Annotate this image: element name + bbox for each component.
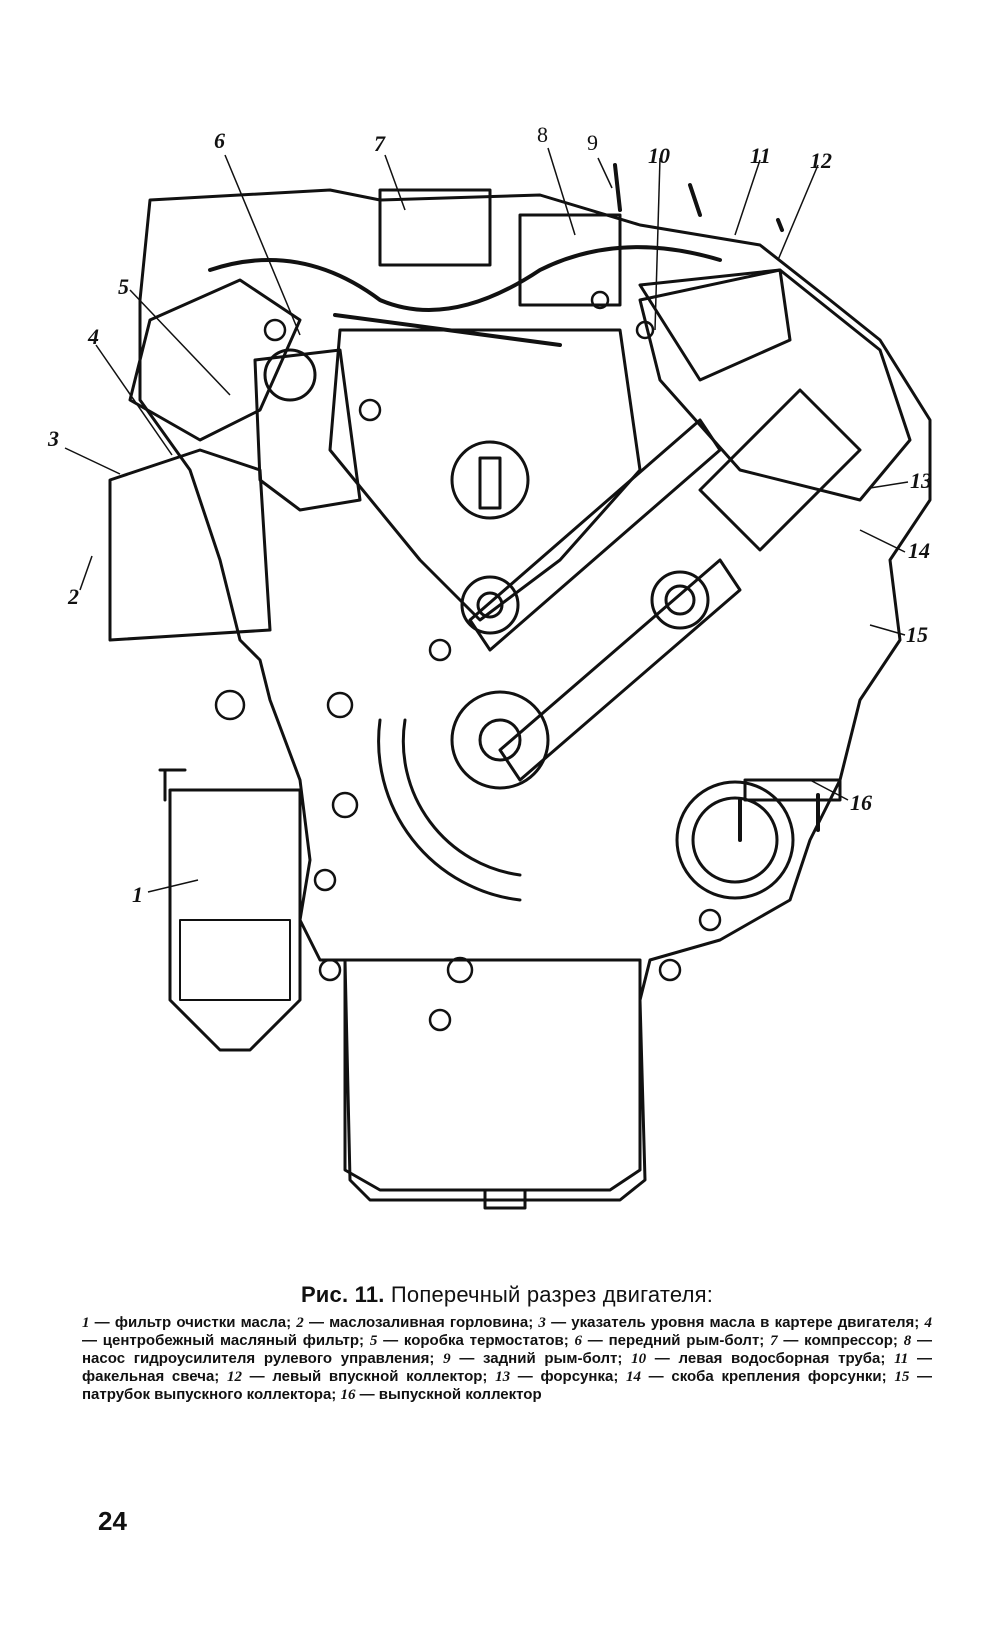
- callout-9: 9: [587, 130, 598, 155]
- legend-item-text: — насос гидроусилителя рулевого управлен…: [82, 1332, 933, 1367]
- legend-item: 12 — левый впускной коллектор;: [227, 1368, 495, 1385]
- legend-item-number: 1: [82, 1315, 90, 1331]
- legend-item: 8 — насос гидроусилителя рулевого управл…: [82, 1332, 932, 1367]
- callout-3: 3: [48, 426, 59, 451]
- legend-item-number: 14: [626, 1369, 641, 1385]
- callout-2: 2: [68, 584, 79, 609]
- legend-item-text: — скоба крепления форсунки;: [641, 1368, 895, 1385]
- engine-block-outline: [138, 188, 932, 1202]
- legend-item-text: — фильтр очистки масла;: [89, 1314, 297, 1331]
- legend-item-text: — центробежный масляный фильтр;: [82, 1332, 370, 1349]
- oil-filter-housing: [108, 448, 272, 642]
- oil-pan: [343, 958, 642, 1192]
- callout-7: 7: [374, 131, 385, 156]
- oil-filter-canister: [168, 788, 302, 1052]
- legend-item: 9 — задний рым-болт;: [443, 1350, 631, 1367]
- figure-label: Рис. 11.: [300, 1282, 385, 1307]
- legend-item: 16 — выпускной коллектор: [340, 1386, 541, 1403]
- right-piston: [698, 388, 862, 552]
- legend-item: 11 — факельная свеча;: [82, 1350, 932, 1385]
- legend-item: 1 — фильтр очистки масла;: [82, 1314, 296, 1331]
- legend-item: 15 — патрубок выпускного коллектора;: [82, 1368, 932, 1403]
- legend-item-number: 2: [296, 1315, 304, 1331]
- legend-item-text: — указатель уровня масла в картере двига…: [545, 1314, 925, 1331]
- callout-4: 4: [88, 324, 99, 349]
- counterweight: [377, 718, 522, 902]
- legend-item: 7 — компрессор;: [770, 1332, 904, 1349]
- legend-item-number: 5: [369, 1333, 378, 1349]
- legend-item-number: 8: [903, 1333, 912, 1349]
- thermostat-housing: [253, 348, 362, 512]
- legend-item-text: — факельная свеча;: [82, 1350, 932, 1385]
- figure-legend: 1 — фильтр очистки масла; 2 — маслозалив…: [82, 1314, 932, 1404]
- crankshaft-journal: [450, 690, 550, 790]
- legend-item-number: 3: [538, 1315, 546, 1331]
- legend-item-text: — выпускной коллектор: [355, 1386, 542, 1403]
- callout-12: 12: [810, 148, 832, 173]
- callout-1: 1: [132, 882, 143, 907]
- legend-item-text: — коробка термостатов;: [377, 1332, 575, 1349]
- legend-item-text: — маслозаливная горловина;: [303, 1314, 539, 1331]
- legend-item-number: 9: [443, 1351, 451, 1367]
- figure-caption: Рис. 11. Поперечный разрез двигателя: 1 …: [82, 1282, 932, 1404]
- exhaust-manifold: [675, 780, 795, 900]
- engine-cross-section-drawing: [64, 147, 932, 1210]
- legend-item-number: 10: [631, 1351, 647, 1367]
- filter-element: [179, 919, 291, 1001]
- piston-pin: [650, 570, 710, 630]
- legend-item-number: 11: [894, 1351, 909, 1367]
- callout-10: 10: [648, 143, 670, 168]
- legend-item-text: — левая водосборная труба;: [646, 1350, 895, 1367]
- legend-item: 4 — центробежный масляный фильтр;: [82, 1314, 932, 1349]
- legend-item-number: 15: [894, 1369, 910, 1385]
- legend-item: 6 — передний рым-болт;: [575, 1332, 771, 1349]
- v-crankcase: [328, 328, 642, 622]
- camshaft: [460, 575, 520, 635]
- right-cylinder-head: [638, 268, 912, 502]
- legend-item: 14 — скоба крепления форсунки;: [626, 1368, 894, 1385]
- legend-item-text: — форсунка;: [510, 1368, 626, 1385]
- caption-title: Рис. 11. Поперечный разрез двигателя:: [82, 1282, 932, 1308]
- callout-14: 14: [908, 538, 930, 563]
- callout-11: 11: [750, 143, 771, 168]
- legend-item: 5 — коробка термостатов;: [370, 1332, 575, 1349]
- compressor: [378, 188, 492, 267]
- legend-item: 13 — форсунка;: [495, 1368, 626, 1385]
- legend-item: 10 — левая водосборная труба;: [631, 1350, 894, 1367]
- legend-item-number: 6: [574, 1333, 583, 1349]
- legend-item-text: — передний рым-болт;: [582, 1332, 771, 1349]
- legend-item-text: — задний рым-болт;: [450, 1350, 632, 1367]
- legend-item-text: — левый впускной коллектор;: [241, 1368, 496, 1385]
- drain-plug: [483, 1188, 527, 1210]
- page-number: 24: [98, 1506, 127, 1536]
- right-connecting-rod: [498, 558, 742, 782]
- power-steering-pump: [518, 213, 622, 307]
- callout-8: 8: [537, 122, 548, 147]
- legend-item-text: — патрубок выпускного коллектора;: [82, 1368, 933, 1403]
- legend-item: 3 — указатель уровня масла в картере дви…: [538, 1314, 924, 1331]
- callout-13: 13: [910, 468, 932, 493]
- callout-5: 5: [118, 274, 129, 299]
- legend-item: 2 — маслозаливная горловина;: [296, 1314, 538, 1331]
- legend-item-number: 4: [924, 1315, 932, 1331]
- legend-item-number: 7: [770, 1333, 778, 1349]
- legend-item-text: — компрессор;: [777, 1332, 904, 1349]
- legend-item-number: 13: [495, 1369, 511, 1385]
- callout-15: 15: [906, 622, 928, 647]
- left-connecting-rod: [468, 418, 722, 652]
- callout-6: 6: [214, 128, 225, 153]
- left-cylinder-head: [128, 278, 302, 442]
- callout-16: 16: [850, 790, 872, 815]
- legend-item-number: 16: [340, 1387, 356, 1403]
- figure-title: Поперечный разрез двигателя:: [390, 1282, 714, 1307]
- water-pipe: [208, 245, 722, 312]
- legend-item-number: 12: [226, 1369, 242, 1385]
